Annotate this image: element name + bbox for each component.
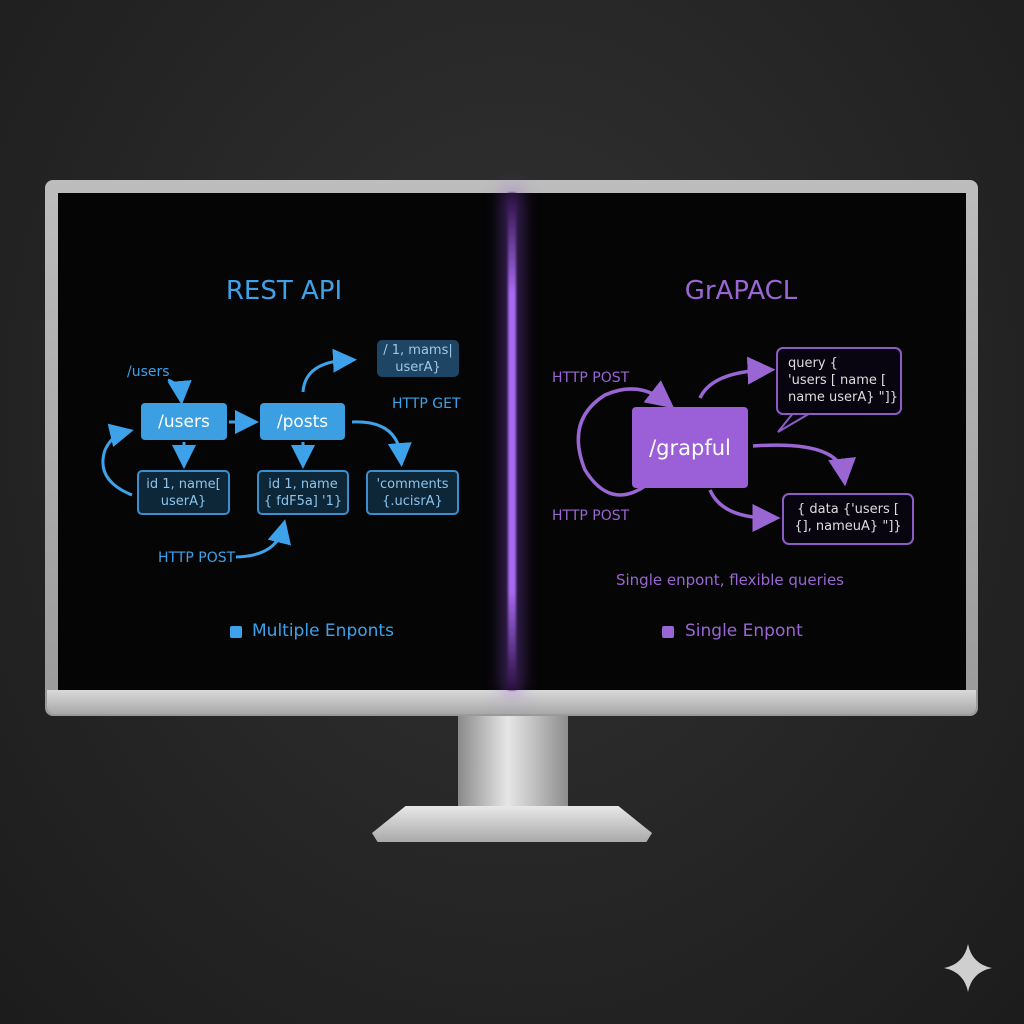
arrow <box>708 489 781 532</box>
users-endpoint: /users <box>141 403 227 440</box>
graphql-arrows <box>576 356 856 532</box>
arrow <box>167 378 192 405</box>
graphql-title: GrAPACL <box>684 276 798 306</box>
users-label: /users <box>127 364 170 380</box>
legend-square-blue <box>230 626 242 638</box>
arrow <box>235 519 291 559</box>
rest-arrows <box>101 348 412 559</box>
graphql-caption: Single enpont, flexible queries <box>615 571 845 589</box>
query-bubble: query { 'users [ name [ name userA} "]} <box>776 347 902 415</box>
http-post-top-label: HTTP POST <box>552 370 630 386</box>
arrow <box>752 443 856 487</box>
monitor-stand-neck <box>458 716 568 810</box>
http-post-label: HTTP POST <box>158 550 236 566</box>
legend-square-purple <box>662 626 674 638</box>
comments-response-box: 'comments {.ucisrA} <box>366 470 459 515</box>
users-response-box: id 1, name[ userA} <box>137 470 230 515</box>
graphql-legend: Single Enpont <box>685 621 803 641</box>
response-box: { data {'users [ {], nameuA} "]} <box>782 493 914 545</box>
monitor-stand-base <box>372 806 652 842</box>
glowing-divider <box>508 193 516 690</box>
speech-tail <box>777 411 813 433</box>
rest-title: REST API <box>225 276 343 306</box>
posts-endpoint: /posts <box>260 403 345 440</box>
rest-legend: Multiple Enponts <box>252 621 394 641</box>
posts-response-box: id 1, name { fdF5a] '1} <box>257 470 349 515</box>
http-get-label: HTTP GET <box>392 396 461 412</box>
arrow <box>101 423 134 497</box>
monitor-chin <box>47 690 976 714</box>
arrow <box>698 356 776 399</box>
arrow <box>351 420 412 467</box>
graphql-endpoint: /grapful <box>632 407 748 488</box>
arrow <box>301 348 357 393</box>
http-post-bottom-label: HTTP POST <box>552 508 630 524</box>
loop-arrow <box>576 380 675 497</box>
top-response-box: / 1, mams| userA} <box>377 340 459 377</box>
